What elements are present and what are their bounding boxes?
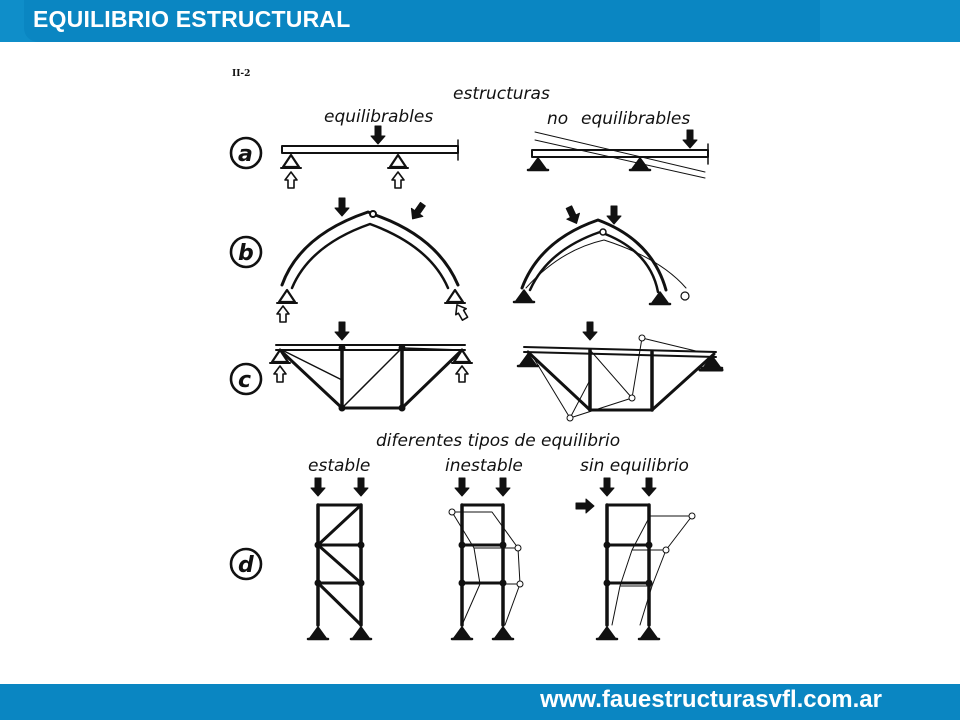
row-label-b: b [229,235,263,269]
header-tab [24,0,820,42]
figure-title: estructuras [453,84,550,104]
column-label-unstable: inestable [445,456,523,476]
footer-url: www.fauestructurasvfl.com.ar [540,686,882,713]
arch-unbalanced [512,203,690,306]
column-label-no-equilibrium: sin equilibrio [580,456,689,476]
svg-text:c: c [238,368,251,393]
row-label-d: d [229,547,263,581]
right-heading-prefix: no [547,109,568,129]
frame-no-equilibrium [575,477,696,641]
truss-balanced [268,321,474,412]
svg-text:d: d [238,553,254,578]
truss-unbalanced [516,321,724,422]
footer-bar: www.fauestructurasvfl.com.ar [0,684,960,720]
page-ref: II-2 [232,69,250,79]
row-label-a: a [229,136,263,170]
right-heading: equilibrables [581,109,690,129]
beam-balanced [279,125,459,189]
svg-text:a: a [238,142,253,167]
row-d-title: diferentes tipos de equilibrio [376,431,620,451]
arch-balanced [275,197,471,323]
left-heading: equilibrables [324,107,433,127]
frame-unstable [448,477,524,641]
beam-unbalanced [526,129,709,179]
row-label-c: c [229,362,263,396]
frame-stable [306,477,373,641]
svg-text:b: b [238,241,254,266]
column-label-stable: estable [308,456,370,476]
slide-title: EQUILIBRIO ESTRUCTURAL [33,6,351,32]
